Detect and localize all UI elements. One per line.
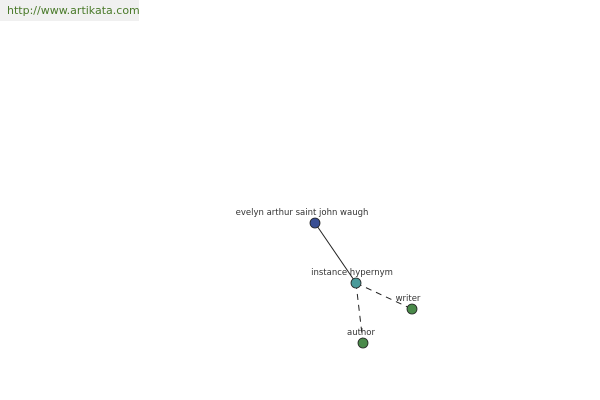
node-writer[interactable]: writer xyxy=(396,294,421,315)
node-writer-label: writer xyxy=(396,294,421,304)
node-root-dot[interactable] xyxy=(309,217,321,229)
node-hub[interactable]: instance hypernym xyxy=(311,268,393,289)
node-author-dot[interactable] xyxy=(357,337,369,349)
node-author[interactable]: author xyxy=(347,328,376,349)
node-hub-dot[interactable] xyxy=(350,277,362,289)
node-root[interactable]: evelyn arthur saint john waugh xyxy=(236,208,369,229)
node-author-label: author xyxy=(347,328,376,338)
node-writer-dot[interactable] xyxy=(406,303,418,315)
edge-root-to-hub xyxy=(314,222,357,284)
node-root-label: evelyn arthur saint john waugh xyxy=(236,208,369,218)
site-url-banner[interactable]: http://www.artikata.com xyxy=(0,0,140,21)
node-hub-label: instance hypernym xyxy=(311,268,393,278)
